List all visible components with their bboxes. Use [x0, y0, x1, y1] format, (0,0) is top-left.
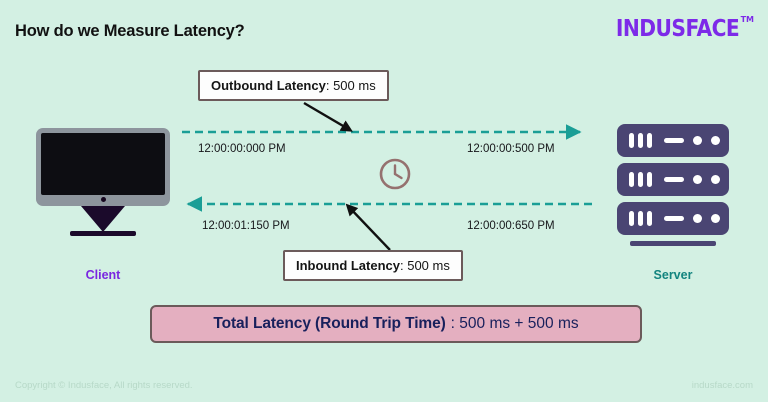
rack-bar-icon [637, 133, 643, 148]
total-latency-value: : 500 ms + 500 ms [450, 315, 579, 332]
rack-bar-icon [646, 133, 652, 148]
rack-unit [617, 202, 729, 235]
rack-bar-icon [629, 211, 634, 226]
inbound-latency-label: Inbound Latency [296, 258, 400, 273]
clock-icon [379, 158, 411, 190]
monitor-screen [41, 133, 165, 195]
rack-bar-icon [637, 172, 643, 187]
outbound-pointer-arrow [303, 101, 353, 132]
rack-bar-icon [629, 172, 634, 187]
rack-led-icon [693, 175, 703, 184]
outbound-flow-arrow [182, 124, 582, 140]
rack-unit [617, 124, 729, 157]
monitor-indicator-dot [100, 197, 106, 202]
outbound-latency-value: : 500 ms [325, 78, 376, 93]
footer-copyright: Copyright © Indusface, All rights reserv… [15, 380, 193, 391]
monitor-stand [81, 206, 125, 232]
rack-pill-icon [663, 216, 685, 221]
outbound-end-timestamp: 12:00:00:500 PM [467, 143, 555, 155]
inbound-flow-arrow [186, 196, 592, 212]
client-monitor-icon [36, 128, 170, 236]
client-label: Client [85, 268, 121, 282]
rack-led-icon [693, 136, 703, 145]
rack-bar-icon [646, 211, 652, 226]
server-label: Server [653, 268, 693, 282]
rack-pill-icon [663, 138, 685, 143]
rack-base [630, 241, 716, 246]
outbound-start-timestamp: 12:00:00:000 PM [198, 143, 286, 155]
server-rack-icon [617, 124, 729, 246]
rack-led-icon [711, 175, 720, 184]
total-latency-label: Total Latency (Round Trip Time) [213, 315, 446, 332]
brand-wordmark: INDUSFACE [616, 16, 740, 42]
rack-led-icon [711, 214, 720, 223]
rack-bar-icon [637, 211, 643, 226]
inbound-pointer-arrow [345, 203, 391, 251]
inbound-latency-value: : 500 ms [400, 258, 450, 273]
inbound-end-timestamp: 12:00:01:150 PM [202, 220, 290, 232]
rack-unit [617, 163, 729, 196]
rack-bar-icon [646, 172, 652, 187]
rack-led-icon [693, 214, 703, 223]
outbound-latency-callout: Outbound Latency: 500 ms [198, 70, 389, 101]
rack-bar-icon [629, 133, 634, 148]
trademark-symbol: TM [740, 15, 754, 24]
outbound-latency-label: Outbound Latency [211, 78, 326, 93]
inbound-start-timestamp: 12:00:00:650 PM [467, 220, 555, 232]
monitor-base [70, 231, 136, 236]
footer-website: indusface.com [691, 380, 753, 391]
total-latency-banner: Total Latency (Round Trip Time) : 500 ms… [150, 305, 642, 343]
inbound-latency-callout: Inbound Latency: 500 ms [283, 250, 463, 281]
rack-pill-icon [663, 177, 685, 182]
rack-led-icon [711, 136, 720, 145]
indusface-logo: INDUSFACE TM [599, 15, 754, 42]
monitor-bezel [36, 128, 170, 206]
page-title: How do we Measure Latency? [15, 22, 245, 40]
